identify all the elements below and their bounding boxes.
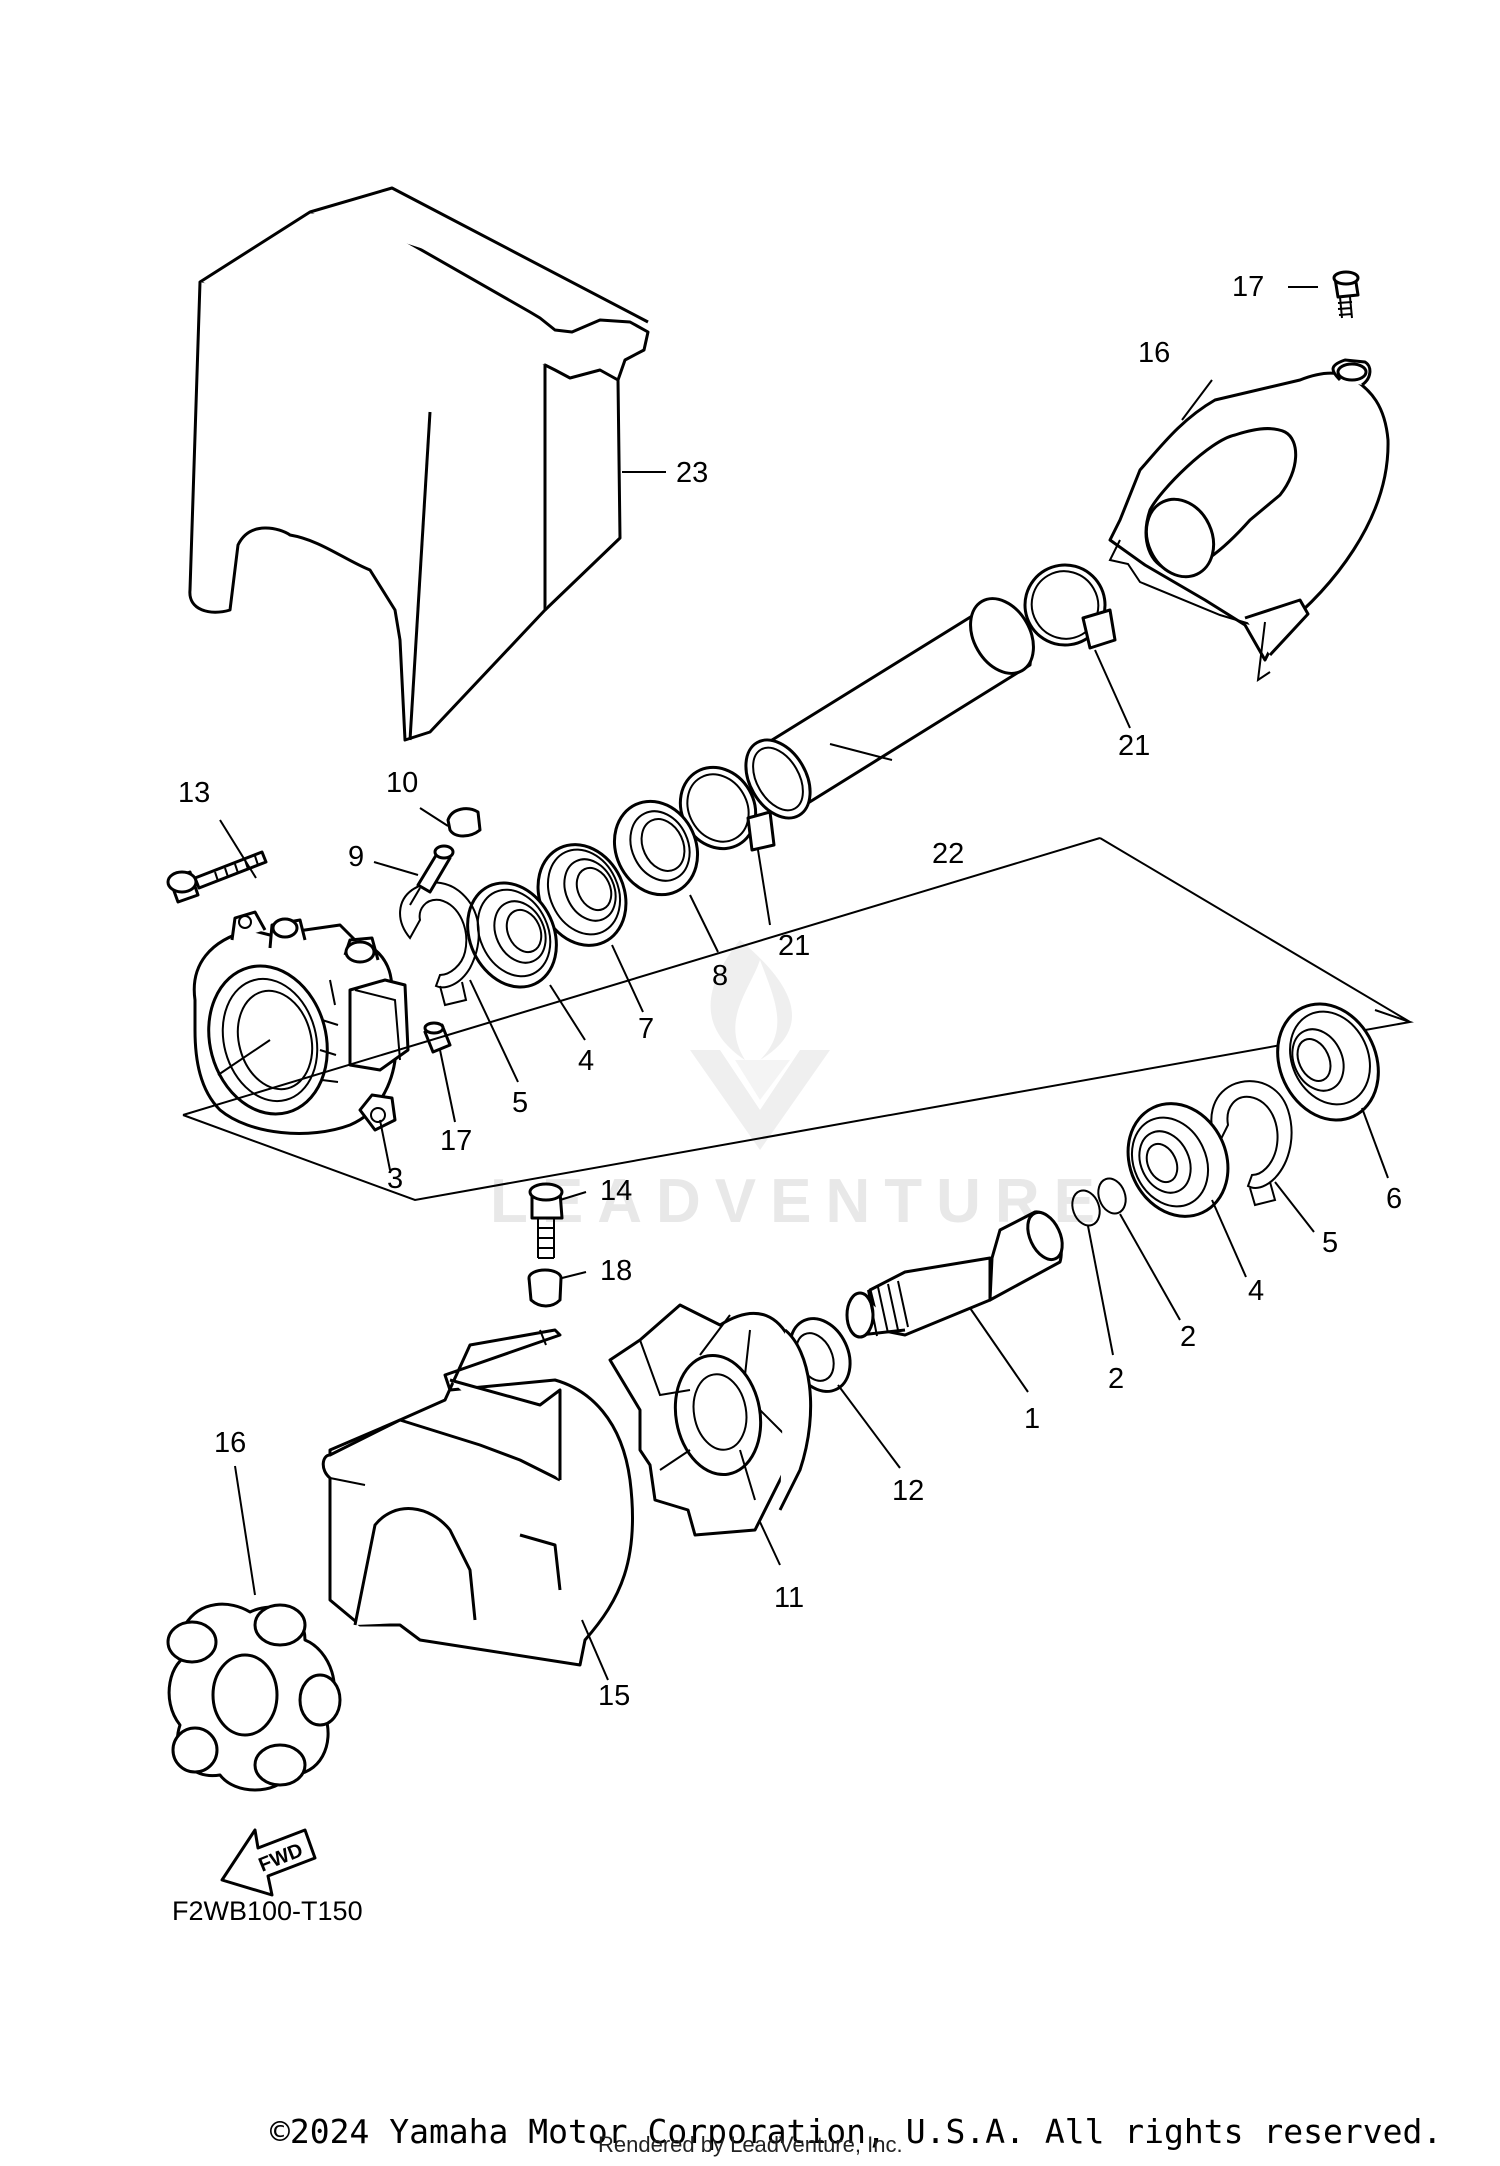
callout-19[interactable]: 16 [1138, 337, 1170, 369]
part-15-duct[interactable] [323, 1330, 632, 1665]
callout-8[interactable]: 8 [712, 960, 728, 992]
callout-4-lower[interactable]: 4 [1248, 1275, 1264, 1307]
callout-18[interactable]: 18 [600, 1255, 632, 1287]
part-23-cover[interactable] [190, 188, 648, 740]
fwd-arrow-icon: FWD [222, 1830, 315, 1895]
part-5-circlip-lower[interactable] [1211, 1081, 1291, 1205]
diagram-ref-code: F2WB100-T150 [172, 1896, 363, 1926]
part-10-cap[interactable] [448, 809, 480, 836]
callout-16[interactable]: 16 [214, 1427, 246, 1459]
part-11-impeller[interactable] [610, 1305, 811, 1535]
callout-7[interactable]: 7 [638, 1013, 654, 1045]
part-14-bolt[interactable] [530, 1184, 562, 1258]
callout-11[interactable]: 11 [774, 1582, 804, 1614]
part-8-seal[interactable] [599, 788, 712, 909]
callout-21-lower[interactable]: 21 [778, 930, 810, 962]
callout-5-lower[interactable]: 5 [1322, 1227, 1338, 1259]
callout-23[interactable]: 23 [676, 457, 708, 489]
leader-lines [217, 286, 1389, 1681]
callout-5-upper[interactable]: 5 [512, 1087, 528, 1119]
group-boundary [182, 837, 1414, 1202]
part-3-housing[interactable] [193, 912, 408, 1133]
part-2-o-ring-a[interactable] [1068, 1187, 1105, 1230]
part-13-bolt[interactable] [168, 852, 266, 902]
part-9-grease-nipple[interactable] [410, 846, 453, 905]
callout-17[interactable]: 17 [440, 1125, 472, 1157]
part-20-bolt[interactable] [1334, 272, 1358, 318]
callout-12[interactable]: 12 [892, 1475, 924, 1507]
callout-9[interactable]: 9 [348, 841, 364, 873]
callout-2-b[interactable]: 2 [1108, 1363, 1124, 1395]
watermark-text: LEADVENTURE [490, 1167, 1109, 1236]
part-4-bearing-upper[interactable] [451, 868, 573, 1001]
callout-21-upper[interactable]: 21 [1118, 730, 1150, 762]
part-2-o-ring-b[interactable] [1094, 1175, 1131, 1218]
part-16-coupling[interactable] [168, 1604, 340, 1790]
part-19-nozzle[interactable] [1110, 360, 1388, 680]
callout-2-a[interactable]: 2 [1180, 1321, 1196, 1353]
callout-14[interactable]: 14 [600, 1175, 632, 1207]
part-21-clamp-upper[interactable] [1010, 550, 1119, 659]
part-6-bearing[interactable] [1259, 987, 1397, 1136]
part-4-bearing-lower[interactable] [1110, 1087, 1246, 1233]
callout-13[interactable]: 13 [178, 777, 210, 809]
callout-20[interactable]: 17 [1232, 271, 1264, 303]
callout-4-upper[interactable]: 4 [578, 1045, 594, 1077]
callout-3[interactable]: 3 [387, 1163, 403, 1195]
callout-15[interactable]: 15 [598, 1680, 630, 1712]
callout-labels: 17 16 23 21 22 13 10 9 21 8 7 4 5 17 3 1… [178, 271, 1402, 1712]
part-18-collar[interactable] [529, 1270, 561, 1306]
part-1-shaft[interactable] [847, 1207, 1069, 1337]
callout-6[interactable]: 6 [1386, 1183, 1402, 1215]
callout-1[interactable]: 1 [1024, 1403, 1040, 1435]
part-22-hose[interactable] [733, 587, 1046, 829]
copyright-notice: ©2024 Yamaha Motor Corporation, U.S.A. A… [270, 2112, 1443, 2151]
rendered-by-notice: Rendered by LeadVenture, Inc. [598, 2132, 903, 2157]
watermark-logo: LEADVENTURE [490, 940, 1109, 1236]
part-21-clamp-lower[interactable] [666, 754, 774, 863]
callout-22[interactable]: 22 [932, 838, 964, 870]
callout-10[interactable]: 10 [386, 767, 418, 799]
